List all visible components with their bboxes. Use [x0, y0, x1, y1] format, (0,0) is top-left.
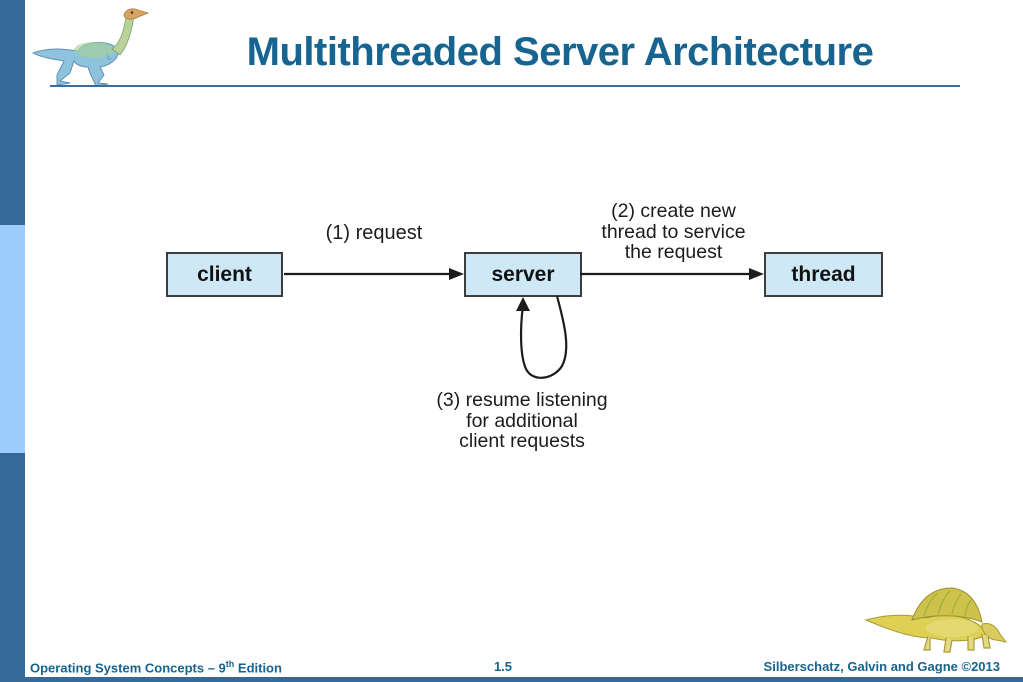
dino2-legs: [923, 633, 991, 653]
footer-authors: Silberschatz, Galvin and Gagne ©2013: [763, 659, 1000, 674]
footer-book-title: Operating System Concepts – 9th Edition: [30, 659, 282, 675]
title-underline: [50, 85, 960, 87]
label-step2-line2: thread to service: [601, 220, 746, 243]
dino-arm: [106, 53, 112, 61]
arrow-server-self-loop: [519, 295, 568, 379]
sidebar-band-bottom: [0, 453, 25, 682]
dino-head: [123, 8, 150, 20]
node-client: client: [166, 252, 283, 297]
footer-page-number: 1.5: [493, 659, 513, 674]
arrowhead-server-to-thread: [749, 268, 764, 280]
footer-bottom-strip: [0, 677, 1023, 682]
footer-book-title-prefix: Operating System Concepts – 9: [30, 660, 226, 676]
label-step3-resume-listening: (3) resume listening for additional clie…: [420, 390, 624, 452]
dino-neck: [111, 14, 135, 56]
label-step3-line1: (3) resume listening: [436, 389, 608, 411]
slide-title: Multithreaded Server Architecture: [246, 30, 874, 74]
label-step2-line3: the request: [624, 241, 723, 263]
dino2-belly: [926, 619, 978, 637]
label-step1-request: (1) request: [325, 222, 423, 244]
dino-back-tint: [74, 42, 114, 58]
dino2-head: [981, 623, 1008, 643]
dinosaur-footer-icon: [864, 587, 1008, 653]
dino-eye: [130, 11, 134, 14]
dinosaur-logo-icon: [31, 8, 150, 87]
footer-book-title-sup: th: [225, 659, 235, 669]
arrowhead-server-self-loop: [516, 297, 530, 311]
label-step2-create-thread: (2) create new thread to service the req…: [582, 201, 765, 263]
sidebar-band-top: [0, 0, 25, 225]
dino2-sail: [911, 587, 983, 623]
arrowhead-client-to-server: [449, 268, 464, 280]
label-step2-line1: (2) create new: [611, 200, 736, 222]
node-thread: thread: [764, 252, 883, 297]
sidebar-band-middle: [0, 225, 25, 453]
node-client-label: client: [197, 262, 252, 286]
node-thread-label: thread: [791, 262, 856, 286]
node-server: server: [464, 252, 582, 297]
label-step3-line2: for additional: [466, 409, 578, 432]
dino2-sail-ridges: [923, 590, 973, 617]
node-server-label: server: [491, 262, 555, 286]
footer-book-title-suffix: Edition: [234, 660, 282, 676]
label-step3-line3: client requests: [459, 430, 585, 452]
